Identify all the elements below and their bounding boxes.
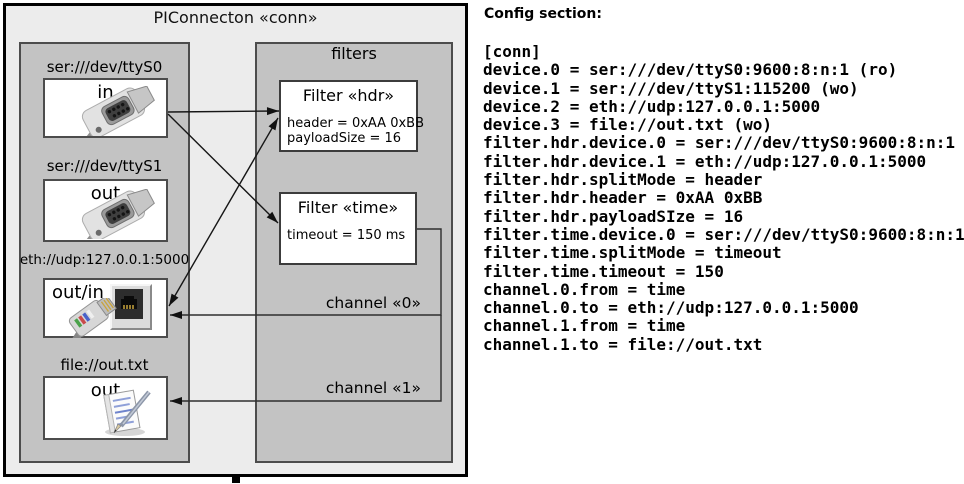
bottom-tick xyxy=(232,476,240,483)
device-label-ttys0: ser:///dev/ttyS0 xyxy=(46,58,163,76)
device-box-file: out xyxy=(43,376,168,440)
config-section-heading: Config section: xyxy=(484,6,602,22)
channel-0-label: channel «0» xyxy=(325,294,421,312)
filter-time-box: Filter «time» timeout = 150 ms xyxy=(279,192,417,265)
device-box-eth: out/in xyxy=(43,278,168,338)
notepad-pen-icon xyxy=(103,389,151,436)
filter-hdr-title: Filter «hdr» xyxy=(302,86,395,105)
device-box-ttys0: in xyxy=(43,78,168,138)
filter-hdr-property: payloadSize = 16 xyxy=(287,131,402,146)
device-label-file: file://out.txt xyxy=(60,356,149,374)
filter-hdr-box: Filter «hdr» header = 0xAA 0xBB payloadS… xyxy=(279,80,424,152)
device-direction-label: out/in xyxy=(52,282,104,303)
filters-group-title: filters xyxy=(331,44,377,63)
filter-time-title: Filter «time» xyxy=(297,198,399,217)
serial-connector-image xyxy=(81,189,155,239)
device-label-eth: eth://udp:127.0.0.1:5000 xyxy=(19,252,190,268)
ethernet-connector-image xyxy=(67,298,117,338)
device-box-ttys1: out xyxy=(43,179,168,242)
config-text: [conn] device.0 = ser:///dev/ttyS0:9600:… xyxy=(483,42,964,354)
serial-connector-image xyxy=(81,86,155,136)
diagram-title: PIConnecton «conn» xyxy=(153,8,318,27)
device-label-ttys1: ser:///dev/ttyS1 xyxy=(46,157,163,175)
ethernet-jack-icon xyxy=(110,284,152,330)
filter-hdr-property: header = 0xAA 0xBB xyxy=(287,116,425,131)
channel-1-label: channel «1» xyxy=(325,379,421,397)
filter-time-property: timeout = 150 ms xyxy=(287,228,406,243)
